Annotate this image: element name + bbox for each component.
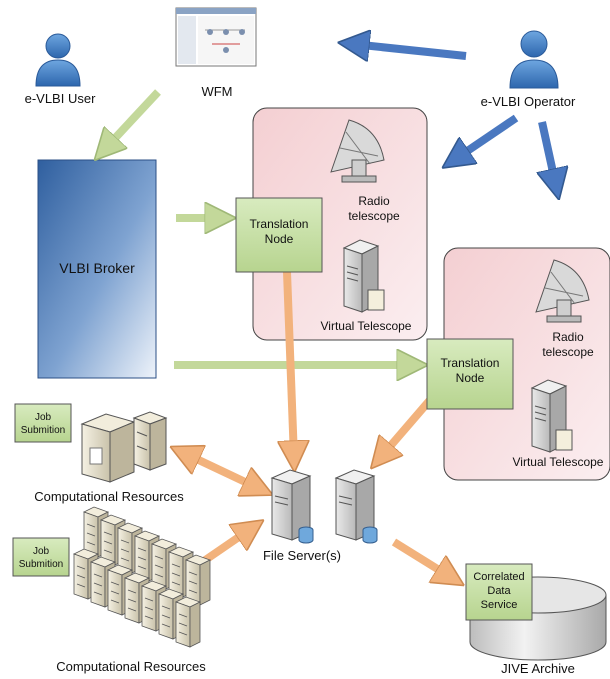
computational-resources-label: Computational Resources — [56, 659, 206, 674]
file-server-icon — [270, 469, 314, 544]
job-submition-box — [14, 403, 72, 443]
user-label: e-VLBI User — [25, 91, 96, 106]
virtual-telescope-label: Virtual Telescope — [321, 319, 412, 333]
computational-resources-label: Computational Resources — [34, 489, 184, 504]
job-submition-label: Job — [35, 412, 52, 423]
virtual-telescope-server-icon — [530, 379, 573, 453]
file-servers-label: File Server(s) — [263, 548, 341, 563]
translation-node-box — [235, 197, 323, 273]
vlbi-broker-label: VLBI Broker — [59, 260, 135, 276]
node2-to-fileserver-arrow — [380, 397, 434, 458]
correlated-data-service-label: Service — [481, 599, 518, 611]
job-submition-label: Job — [33, 546, 50, 557]
operator-label: e-VLBI Operator — [481, 94, 576, 109]
translation-node-label: Translation — [250, 217, 309, 231]
radio-telescope-dish-icon — [535, 259, 590, 323]
wfm-window-icon — [175, 7, 257, 67]
node1-to-fileserver-arrow — [287, 271, 294, 458]
correlated-data-service-box — [465, 563, 533, 621]
radio-telescope-label: telescope — [348, 209, 400, 223]
user-to-broker-arrow — [104, 89, 161, 150]
radio-telescope-label: Radio — [552, 330, 584, 344]
rack-server-icon — [184, 554, 212, 606]
virtual-telescope-label: Virtual Telescope — [513, 455, 604, 469]
computational-cluster-icon — [72, 506, 212, 648]
radio-telescope-label: Radio — [358, 194, 390, 208]
radio-telescope-dish-icon — [330, 119, 385, 183]
correlated-data-service-label: Data — [487, 585, 511, 597]
operator-to-wfm-arrow — [352, 44, 467, 56]
translation-node-label: Node — [265, 232, 294, 246]
translation-node-label: Translation — [441, 356, 500, 370]
correlated-data-service-label: Correlated — [473, 571, 524, 583]
jive-archive-label: JIVE Archive — [501, 661, 575, 676]
virtual-telescope-server-icon — [342, 239, 385, 313]
translation-node-label: Node — [456, 371, 485, 385]
rack-server-icon — [174, 596, 202, 648]
fileserver-to-correlated-arrow — [391, 538, 452, 578]
vlbi-broker-box — [37, 159, 157, 379]
user-person-icon — [35, 33, 81, 87]
job-submition-box — [12, 537, 70, 577]
translation-node-box — [426, 338, 514, 410]
operator-to-telescope2-arrow — [542, 121, 556, 186]
operator-person-icon — [509, 30, 559, 89]
resources1-fileserver-arrow — [186, 454, 260, 489]
job-submition-label: Submition — [19, 559, 63, 570]
computational-cluster-icon — [80, 411, 168, 483]
wfm-label: WFM — [201, 84, 232, 99]
file-server-icon — [334, 469, 378, 544]
operator-to-telescope1-arrow — [454, 114, 519, 160]
job-submition-label: Submition — [21, 425, 65, 436]
radio-telescope-label: telescope — [542, 345, 594, 359]
